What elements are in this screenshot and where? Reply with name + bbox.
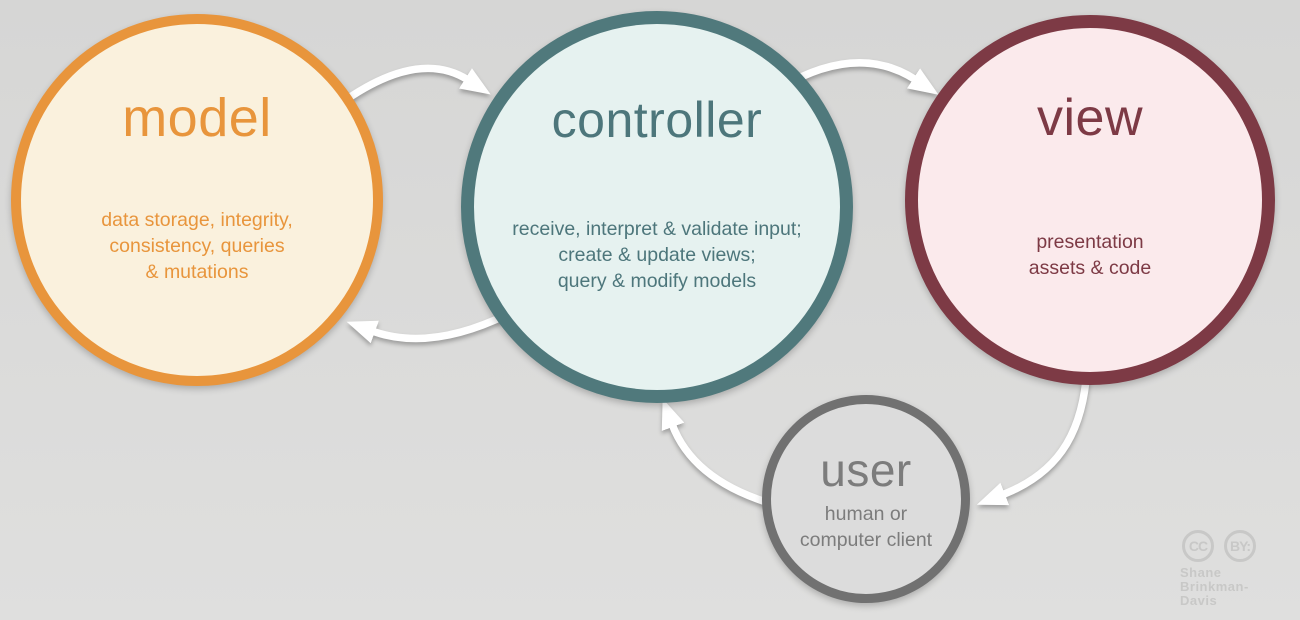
node-user: user human or computer client	[762, 395, 970, 603]
license-attribution: CC BY: Shane Brinkman-Davis	[1180, 530, 1284, 608]
node-user-title: user	[820, 444, 912, 496]
cc-license-icon: CC	[1182, 530, 1214, 562]
arrow-view-to-user	[976, 379, 1090, 506]
author-name-line1: Shane	[1180, 565, 1222, 580]
node-user-description: human or computer client	[799, 503, 933, 551]
node-controller-title: controller	[551, 92, 763, 148]
license-badges: CC BY:	[1182, 530, 1284, 562]
author-name: Shane Brinkman-Davis	[1180, 566, 1284, 608]
node-model-title: model	[122, 88, 272, 148]
node-model-description: data storage, integrity, consistency, qu…	[101, 209, 293, 283]
node-view-description: presentation assets & code	[1028, 231, 1152, 279]
arrow-user-to-controller	[661, 398, 768, 506]
node-view: view presentation assets & code	[905, 15, 1275, 385]
node-controller: controller receive, interpret & validate…	[461, 11, 853, 403]
author-name-line2: Brinkman-Davis	[1180, 579, 1249, 608]
arrow-controller-to-model	[346, 310, 510, 344]
node-view-title: view	[1036, 89, 1144, 147]
cc-by-icon: BY:	[1224, 530, 1256, 562]
arrow-model-to-controller	[337, 64, 491, 108]
node-controller-description: receive, interpret & validate input; cre…	[512, 218, 802, 292]
node-model: model data storage, integrity, consisten…	[11, 14, 383, 386]
